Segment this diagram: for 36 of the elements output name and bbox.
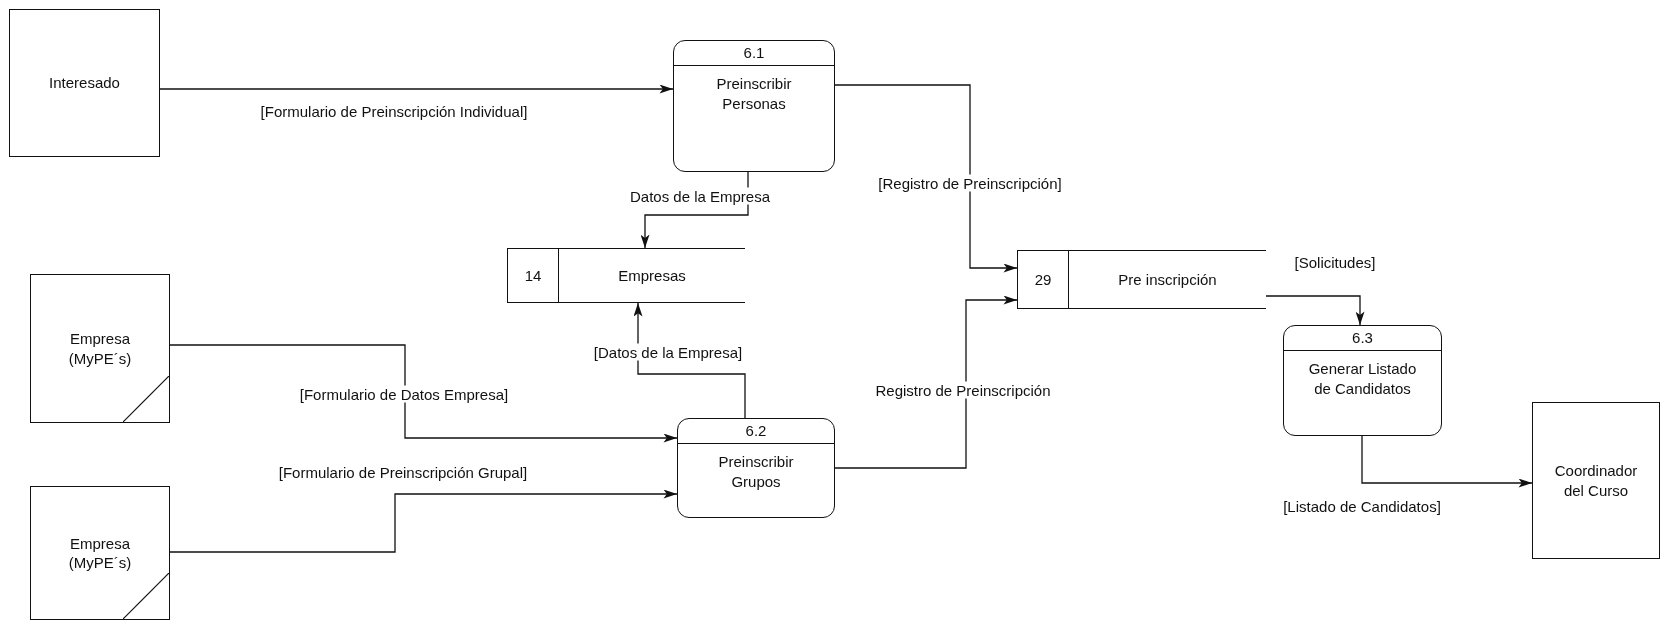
external-entity-box — [30, 486, 170, 620]
process-name: Generar Listado de Candidatos — [1307, 359, 1418, 398]
entity-name: Coordinador del Curso — [1553, 461, 1639, 500]
arrow — [834, 295, 1018, 469]
data-store — [1017, 250, 1266, 309]
process-name: Preinscribir Grupos — [717, 452, 795, 491]
edge-label: [Registro de Preinscripción] — [876, 174, 1064, 192]
entity-name: Interesado — [49, 73, 120, 93]
entity-name: Empresa (MyPE´s) — [67, 533, 133, 573]
store-number: 29 — [1018, 251, 1069, 308]
external-entity-box — [30, 274, 170, 423]
arrow — [169, 344, 678, 443]
process-number: 6.1 — [674, 41, 834, 66]
entity-name: Empresa (MyPE´s) — [67, 329, 133, 368]
process-box — [1283, 325, 1442, 436]
arrow — [1361, 435, 1533, 488]
store-name: Pre inscripción — [1117, 271, 1218, 288]
data-store — [507, 248, 745, 303]
store-name: Empresas — [617, 267, 687, 284]
process-box — [677, 418, 835, 518]
edge-label: [Datos de la Empresa] — [591, 343, 745, 361]
process-number: 6.2 — [678, 419, 834, 444]
process-number: 6.3 — [1284, 326, 1441, 351]
arrow — [169, 489, 678, 553]
process-name: Preinscribir Personas — [715, 74, 793, 113]
external-entity-box — [9, 9, 160, 157]
arrow — [633, 302, 746, 419]
process-box — [673, 40, 835, 172]
external-entity-box — [1532, 402, 1660, 559]
store-number: 14 — [508, 249, 559, 302]
arrow — [1265, 295, 1365, 326]
edge-label: [Formulario de Datos Empresa] — [297, 385, 511, 403]
edge-label: Registro de Preinscripción — [873, 381, 1053, 399]
arrow — [159, 84, 674, 94]
arrow — [640, 171, 749, 249]
arrow — [834, 84, 1018, 273]
